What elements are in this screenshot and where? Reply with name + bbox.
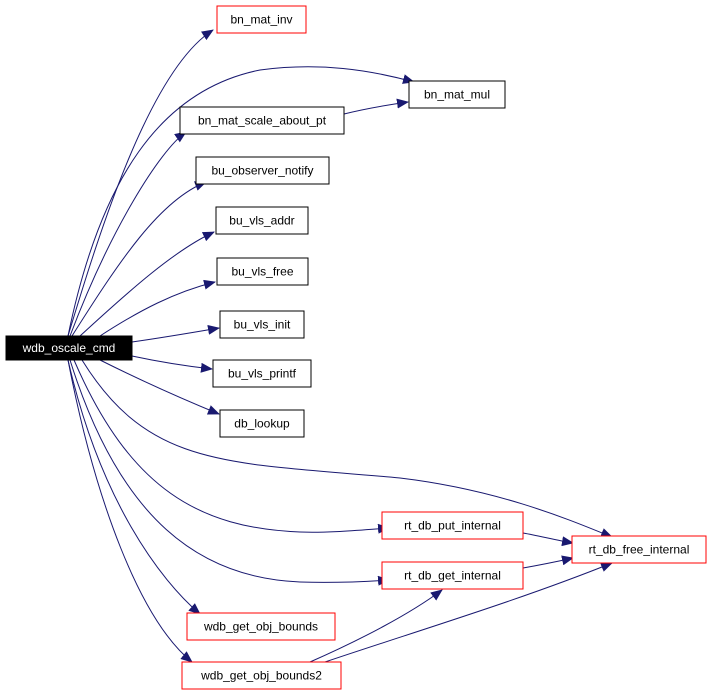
edge-wdb_oscale_cmd-to-bn_mat_inv	[67, 29, 214, 337]
edge-wdb_oscale_cmd-to-wdb_get_obj_bounds2	[67, 359, 193, 663]
node-bu-vls-addr[interactable]: bu_vls_addr	[215, 206, 309, 235]
node-bu-vls-init[interactable]: bu_vls_init	[219, 310, 305, 339]
node-rt-db-free-internal[interactable]: rt_db_free_internal	[571, 535, 707, 564]
edge-wdb_oscale_cmd-to-bu_vls_printf	[131, 355, 213, 373]
edge-wdb_get_obj_bounds2-to-rt_db_get_internal	[309, 589, 443, 663]
edge-wdb_oscale_cmd-to-bu_observer_notify	[71, 181, 207, 337]
node-box	[179, 106, 345, 135]
node-bu-vls-printf[interactable]: bu_vls_printf	[212, 359, 312, 388]
node-box	[5, 335, 133, 361]
node-label: bu_vls_printf	[228, 367, 297, 381]
node-box	[219, 409, 305, 438]
node-label: wdb_oscale_cmd	[22, 341, 116, 355]
node-label: bu_vls_addr	[229, 214, 294, 228]
node-box	[216, 257, 309, 286]
node-box	[571, 535, 707, 564]
node-box	[381, 511, 524, 540]
node-label: wdb_get_obj_bounds	[203, 620, 318, 634]
node-label: bn_mat_mul	[424, 88, 490, 102]
node-box	[195, 156, 330, 185]
edge-wdb_oscale_cmd-to-bu_vls_addr	[79, 231, 215, 337]
edge-wdb_oscale_cmd-to-bn_mat_mul	[67, 66, 415, 337]
edge-wdb_oscale_cmd-to-bu_vls_free	[99, 279, 216, 337]
node-wdb-get-obj-bounds[interactable]: wdb_get_obj_bounds	[186, 612, 336, 641]
edge-bn_mat_scale_about_pt-to-bn_mat_mul	[343, 98, 409, 115]
edge-wdb_get_obj_bounds2-to-rt_db_free_internal	[324, 562, 613, 663]
node-box	[186, 612, 336, 641]
edge-wdb_oscale_cmd-to-db_lookup	[99, 359, 220, 415]
node-label: rt_db_put_internal	[404, 519, 501, 533]
node-label: rt_db_free_internal	[589, 543, 690, 557]
node-label: bu_vls_init	[234, 318, 291, 332]
node-wdb-get-obj-bounds2[interactable]: wdb_get_obj_bounds2	[181, 661, 342, 690]
node-box	[219, 310, 305, 339]
node-bu-observer-notify[interactable]: bu_observer_notify	[195, 156, 330, 185]
node-box	[215, 206, 309, 235]
node-box	[216, 5, 307, 34]
node-bn-mat-mul[interactable]: bn_mat_mul	[408, 80, 506, 109]
node-label: bu_observer_notify	[211, 164, 313, 178]
node-bn-mat-inv[interactable]: bn_mat_inv	[216, 5, 307, 34]
node-wdb-oscale-cmd: wdb_oscale_cmd	[5, 335, 133, 361]
node-label: bu_vls_free	[231, 265, 293, 279]
edge-wdb_oscale_cmd-to-bu_vls_init	[131, 324, 220, 343]
node-label: bn_mat_inv	[230, 13, 292, 27]
edge-wdb_oscale_cmd-to-bn_mat_scale_about_pt	[69, 131, 187, 337]
node-box	[408, 80, 506, 109]
node-box	[212, 359, 312, 388]
edge-rt_db_put_internal-to-rt_db_free_internal	[522, 532, 574, 547]
node-bu-vls-free[interactable]: bu_vls_free	[216, 257, 309, 286]
node-label: db_lookup	[234, 417, 290, 431]
edge-wdb_oscale_cmd-to-rt_db_get_internal	[69, 359, 390, 586]
node-bn-mat-scale-about-pt[interactable]: bn_mat_scale_about_pt	[179, 106, 345, 135]
node-label: rt_db_get_internal	[404, 569, 501, 583]
edge-wdb_oscale_cmd-to-rt_db_free_internal	[81, 359, 613, 538]
node-rt-db-put-internal[interactable]: rt_db_put_internal	[381, 511, 524, 540]
node-rt-db-get-internal[interactable]: rt_db_get_internal	[381, 561, 524, 590]
edge-wdb_oscale_cmd-to-wdb_get_obj_bounds	[67, 359, 201, 615]
node-box	[381, 561, 524, 590]
node-label: wdb_get_obj_bounds2	[200, 669, 322, 683]
node-db-lookup[interactable]: db_lookup	[219, 409, 305, 438]
node-label: bn_mat_scale_about_pt	[198, 114, 327, 128]
edge-wdb_oscale_cmd-to-rt_db_put_internal	[73, 359, 390, 534]
edge-rt_db_get_internal-to-rt_db_free_internal	[522, 555, 574, 569]
node-box	[181, 661, 342, 690]
